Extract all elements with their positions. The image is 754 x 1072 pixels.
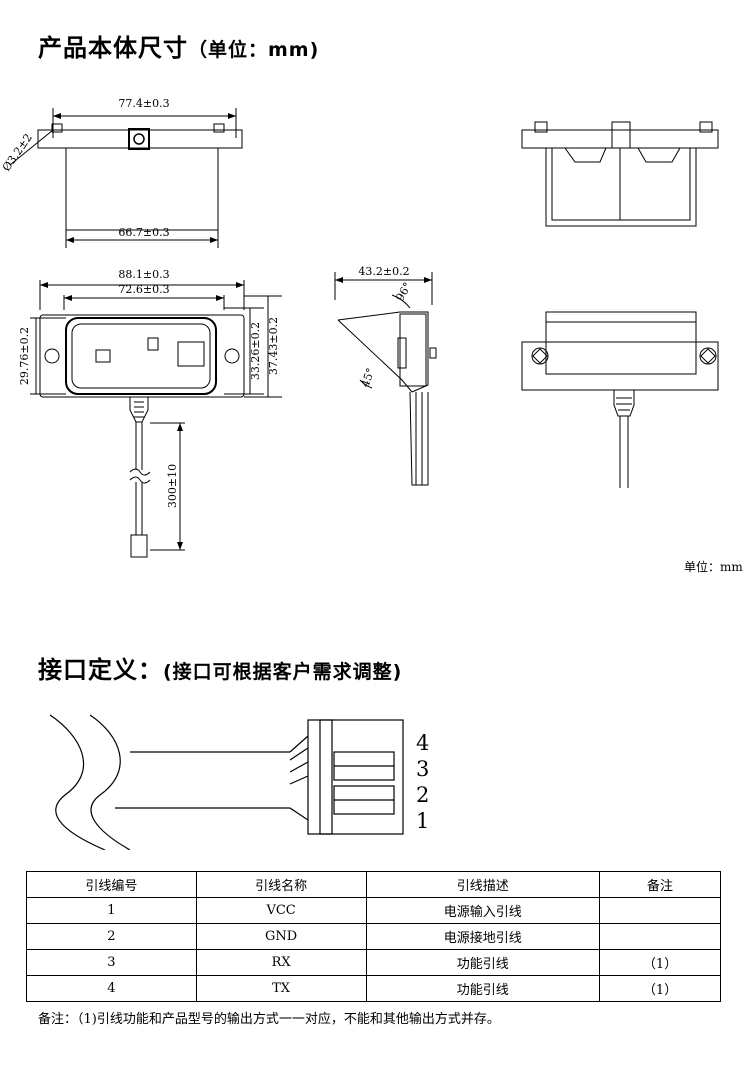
header-pin-desc: 引线描述 <box>365 871 601 898</box>
pin-no: 2 <box>26 923 197 950</box>
dim-height-left: 29.76±0.2 <box>18 327 31 385</box>
pin-number: 2 <box>416 783 430 807</box>
pin-remark <box>599 897 721 924</box>
section2-heading: 接口定义：(接口可根据客户需求调整) <box>38 650 402 685</box>
pin-name: TX <box>195 975 367 1002</box>
back-view-top <box>521 121 719 227</box>
dim-angle-45: 45° <box>359 366 378 389</box>
pin-number: 4 <box>416 731 430 755</box>
pin-no: 1 <box>26 897 197 924</box>
dim-overall-width: 88.1±0.3 <box>118 268 169 281</box>
table-row: 1 VCC 电源输入引线 <box>26 897 721 924</box>
dimension-drawings: 77.4±0.3 66.7±0.3 Ø3.2±2 <box>0 97 719 558</box>
rear-view-bottom <box>521 311 719 488</box>
header-remark: 备注 <box>599 871 721 898</box>
pin-name: VCC <box>195 897 367 924</box>
section1-title: 产品本体尺寸 <box>38 34 188 62</box>
section1-heading: 产品本体尺寸（单位：mm) <box>38 28 319 63</box>
dim-height-right1: 33.26±0.2 <box>249 322 262 380</box>
pin-no: 3 <box>26 949 197 976</box>
table-row: 2 GND 电源接地引线 <box>26 923 721 950</box>
side-view <box>334 272 437 486</box>
pin-desc: 功能引线 <box>365 975 601 1002</box>
dim-bottom-width: 66.7±0.3 <box>118 226 169 239</box>
pin-table: 引线编号 引线名称 引线描述 备注 1 VCC 电源输入引线 2 GND 电源接… <box>26 871 721 1002</box>
table-row: 4 TX 功能引线 （1） <box>26 975 721 1002</box>
section2-subtitle: (接口可根据客户需求调整) <box>163 661 403 683</box>
footnote: 备注：（1)引线功能和产品型号的输出方式一一对应，不能和其他输出方式并存。 <box>38 1012 500 1027</box>
connector-drawing <box>49 714 404 850</box>
pin-no: 4 <box>26 975 197 1002</box>
pin-number: 1 <box>416 809 430 833</box>
pin-remark: （1） <box>599 975 721 1002</box>
front-view-top <box>9 108 243 248</box>
unit-label: 单位：mm <box>684 560 743 574</box>
table-row: 3 RX 功能引线 （1） <box>26 949 721 976</box>
pin-remark: （1） <box>599 949 721 976</box>
pin-name: GND <box>195 923 367 950</box>
pin-desc: 电源输入引线 <box>365 897 601 924</box>
dim-cable-length: 300±10 <box>166 464 179 508</box>
section2-title: 接口定义： <box>38 656 163 684</box>
pin-number-list: 4 3 2 1 <box>416 730 429 834</box>
dim-angle-96: 96° <box>393 280 414 303</box>
dim-hole-dia: Ø3.2±2 <box>0 131 35 173</box>
pin-name: RX <box>195 949 367 976</box>
table-header-row: 引线编号 引线名称 引线描述 备注 <box>26 871 721 898</box>
section1-subtitle: （单位：mm) <box>188 39 320 61</box>
pin-desc: 功能引线 <box>365 949 601 976</box>
dim-top-width: 77.4±0.3 <box>118 97 169 110</box>
pin-desc: 电源接地引线 <box>365 923 601 950</box>
dim-side-depth: 43.2±0.2 <box>358 265 409 278</box>
pin-number: 3 <box>416 757 430 781</box>
bottom-view <box>30 280 282 558</box>
header-pin-no: 引线编号 <box>26 871 197 898</box>
dim-inner-width: 72.6±0.3 <box>118 283 169 296</box>
dim-height-right2: 37.43±0.2 <box>267 317 280 375</box>
header-pin-name: 引线名称 <box>195 871 367 898</box>
pin-remark <box>599 923 721 950</box>
